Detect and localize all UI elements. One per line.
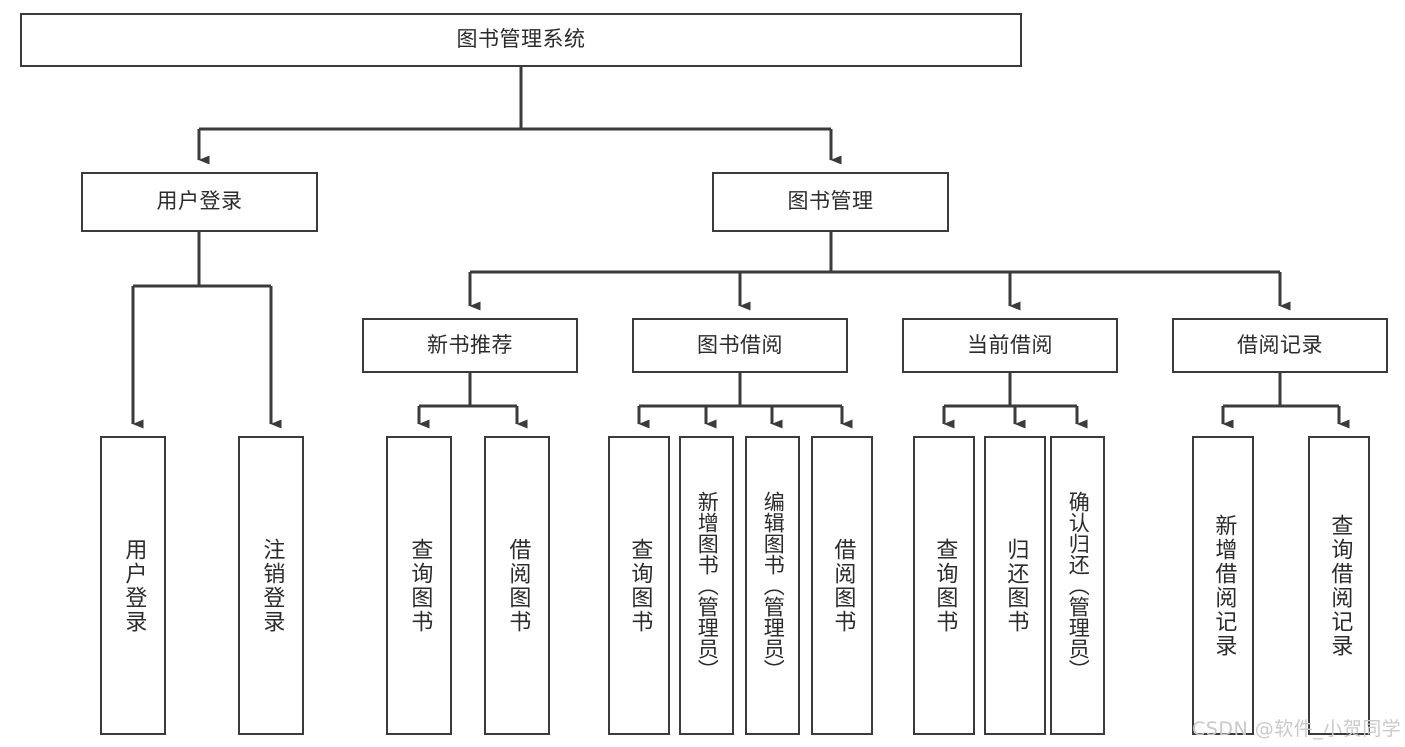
node-current-borrow[interactable]: 当前借阅 bbox=[902, 318, 1118, 373]
node-book-borrow[interactable]: 图书借阅 bbox=[632, 318, 848, 373]
csdn-watermark: CSDN @软件_小贺同学 bbox=[1192, 718, 1402, 740]
node-borrow-record[interactable]: 借阅记录 bbox=[1172, 318, 1388, 373]
leaf-user-login[interactable]: 用户登录 bbox=[100, 436, 166, 735]
leaf-edit-book-admin[interactable]: 编辑图书（管理员） bbox=[745, 436, 800, 735]
leaf-borrow-book-label: 借阅图书 bbox=[830, 537, 856, 634]
leaf-add-borrow-record-label: 新增借阅记录 bbox=[1211, 513, 1237, 658]
leaf-logout[interactable]: 注销登录 bbox=[238, 436, 304, 735]
node-root-label: 图书管理系统 bbox=[456, 27, 586, 52]
leaf-logout-label: 注销登录 bbox=[259, 537, 285, 634]
leaf-new-borrow-book-label: 借阅图书 bbox=[505, 537, 531, 634]
node-book-management-label: 图书管理 bbox=[787, 189, 874, 214]
leaf-current-query-book[interactable]: 查询图书 bbox=[913, 436, 975, 735]
node-user-login-label: 用户登录 bbox=[156, 189, 243, 214]
node-current-borrow-label: 当前借阅 bbox=[967, 332, 1053, 357]
leaf-confirm-return-admin[interactable]: 确认归还（管理员） bbox=[1050, 436, 1105, 735]
leaf-user-login-label: 用户登录 bbox=[121, 537, 147, 634]
node-book-borrow-label: 图书借阅 bbox=[697, 332, 783, 357]
node-user-login[interactable]: 用户登录 bbox=[81, 172, 318, 232]
leaf-add-book-admin[interactable]: 新增图书（管理员） bbox=[679, 436, 734, 735]
leaf-new-query-book[interactable]: 查询图书 bbox=[386, 436, 452, 735]
leaf-edit-book-admin-label: 编辑图书（管理员） bbox=[761, 491, 786, 680]
leaf-new-borrow-book[interactable]: 借阅图书 bbox=[484, 436, 550, 735]
node-new-book-recommend-label: 新书推荐 bbox=[427, 332, 513, 357]
node-book-management[interactable]: 图书管理 bbox=[712, 172, 949, 232]
leaf-borrow-query-book-label: 查询图书 bbox=[627, 537, 653, 634]
node-root[interactable]: 图书管理系统 bbox=[20, 13, 1022, 67]
leaf-confirm-return-admin-label: 确认归还（管理员） bbox=[1066, 491, 1091, 680]
leaf-current-query-book-label: 查询图书 bbox=[932, 537, 958, 634]
node-borrow-record-label: 借阅记录 bbox=[1237, 332, 1323, 357]
leaf-borrow-book[interactable]: 借阅图书 bbox=[811, 436, 873, 735]
leaf-query-borrow-record[interactable]: 查询借阅记录 bbox=[1308, 436, 1370, 735]
node-new-book-recommend[interactable]: 新书推荐 bbox=[362, 318, 578, 373]
leaf-new-query-book-label: 查询图书 bbox=[407, 537, 433, 634]
leaf-borrow-query-book[interactable]: 查询图书 bbox=[608, 436, 670, 735]
leaf-return-book[interactable]: 归还图书 bbox=[984, 436, 1046, 735]
leaf-add-book-admin-label: 新增图书（管理员） bbox=[695, 491, 720, 680]
leaf-query-borrow-record-label: 查询借阅记录 bbox=[1327, 513, 1353, 658]
leaf-return-book-label: 归还图书 bbox=[1003, 537, 1029, 634]
leaf-add-borrow-record[interactable]: 新增借阅记录 bbox=[1192, 436, 1254, 735]
